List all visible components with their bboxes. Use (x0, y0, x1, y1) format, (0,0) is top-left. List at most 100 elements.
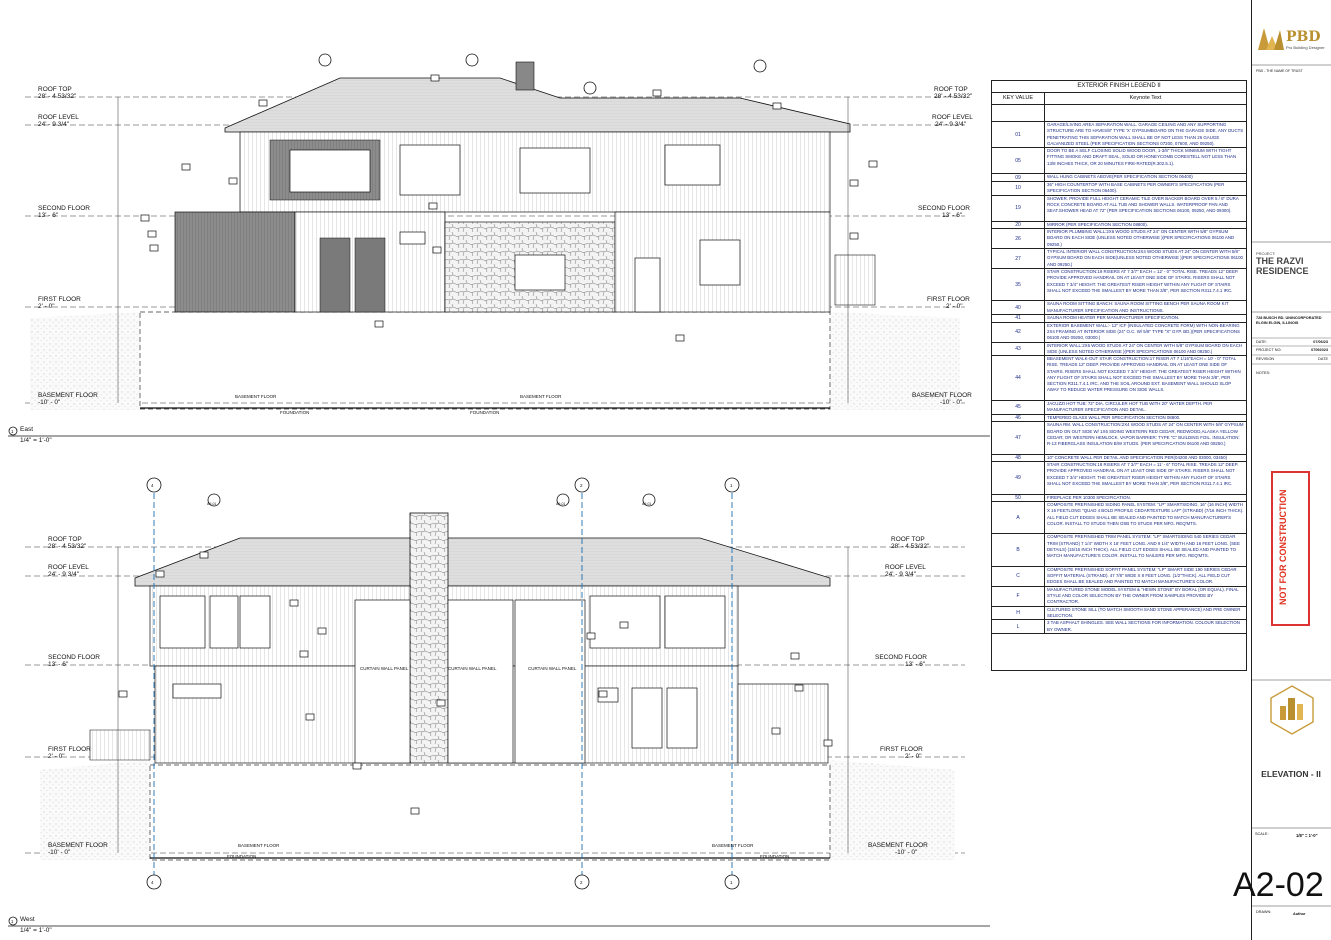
east-level-roof-name-right: ROOF LEVEL (932, 114, 973, 121)
keynote-text: MANUFACTURED STONE MODEL SYSTEM & "HEWN … (1047, 586, 1239, 605)
keynote-text: 3 TAB ASPHALT SHINGLES. SEE WALL SECTION… (1047, 620, 1240, 632)
west-view-name: West (20, 916, 35, 923)
east-view-name: East (20, 426, 34, 433)
keynote-text: JACUZZI HOT TUB: 72" DIA. CIRCULER HOT T… (1047, 401, 1213, 413)
east-level-first-value: 2' - 0" (38, 303, 55, 310)
not-for-construction-stamp: NOT FOR CONSTRUCTION (1278, 489, 1288, 606)
revision-label: REVISION (1256, 357, 1275, 361)
keynote-text: SAUNA ROOM SITTING BANCH: SAUNA ROOM SIT… (1047, 301, 1229, 313)
revision-date-label: DATE (1318, 357, 1328, 361)
west-foundation-label-2: FOUNDATION (760, 854, 790, 859)
west-level-rooftop-value: 28' - 4 53/32" (48, 543, 87, 550)
keynote-text: STAIR CONSTRUCTION:19 RISERS AT 7 3/7" E… (1047, 269, 1239, 293)
west-level-basement-value: -10' - 0" (48, 849, 71, 856)
east-basement-floor-label: BASEMENT FLOOR (235, 394, 277, 399)
east-level-first-name-right: FIRST FLOOR (927, 296, 970, 303)
not-for-construction-stamp-box (1271, 471, 1310, 626)
elevation-drawings (8, 53, 990, 927)
keynote-text: BBASEMENT WALK-OUT STAIR CONSTRUCTION:17… (1047, 356, 1241, 393)
keynote-key: 46 (992, 414, 1045, 422)
keynote-key: B (992, 534, 1045, 566)
east-level-second-value: 13' - 6" (38, 212, 59, 219)
keynote-text: DOOR TO BE A SELF CLOSING SOLID WOOD DOO… (1047, 148, 1237, 166)
keynote-key: 09 (992, 174, 1045, 181)
project-no-value: 07092023 (1311, 348, 1328, 352)
east-level-second-name: SECOND FLOOR (38, 205, 91, 212)
west-basement-floor-label-2: BASEMENT FLOOR (712, 843, 754, 848)
scale-label: SCALE: (1255, 832, 1269, 836)
notes-label: NOTES: (1256, 371, 1271, 375)
east-level-roof-value-right: 24' - 9 3/4" (935, 121, 967, 128)
keynote-text: SAUNA ROOM HEATER PER MANUFACTURER SPECI… (1047, 315, 1180, 321)
east-basement-floor-label-2: BASEMENT FLOOR (520, 394, 562, 399)
curtain-wall-label-1: CURTAIN WALL PANEL (360, 666, 409, 671)
keynote-key: 42 (992, 322, 1045, 342)
grid-mark-1-bottom: 1 (730, 880, 733, 885)
east-level-roof-value: 24' - 9 3/4" (38, 121, 70, 128)
west-level-basement-name-right: BASEMENT FLOOR (868, 842, 928, 849)
keynote-key: F (992, 586, 1045, 606)
keynote-key: 44 (992, 356, 1045, 401)
keynote-key: 41 (992, 315, 1045, 322)
sheet-title: ELEVATION - II (1261, 769, 1321, 779)
west-foundation-label: FOUNDATION (227, 854, 257, 859)
east-level-first-value-right: 2' - 0" (946, 303, 963, 310)
east-level-basement-value: -10' - 0" (38, 399, 61, 406)
keynote-key: 43 (992, 342, 1045, 356)
keynote-text: 36" HIGH COUNTERTOP WITH BASE CABINETS P… (1047, 181, 1225, 194)
west-level-basement-value-right: -10' - 0" (895, 849, 918, 856)
curtain-wall-label-2: CURTAIN WALL PANEL (448, 666, 497, 671)
keynote-key: 27 (992, 249, 1045, 268)
keynote-text: COMPOSITE PREFINISHED SOFFIT PANEL SYSTE… (1047, 566, 1237, 585)
keynote-text: MIRROR (PER SPECIFICATION SECTION 08800)… (1047, 221, 1148, 227)
project-address: 728 BUSCH RD. UNINCORPORATED ELGIN ELGIN… (1256, 316, 1322, 325)
date-value: 07/06/23 (1313, 340, 1328, 344)
east-foundation-label: FOUNDATION (280, 410, 310, 415)
keynote-key: 10 (992, 181, 1045, 195)
west-level-rooftop-name: ROOF TOP (48, 536, 82, 543)
west-level-first-value-right: 2' - 0" (905, 753, 922, 760)
west-level-second-value: 13' - 6" (48, 661, 69, 668)
west-level-roof-value-right: 24' - 9 3/4" (885, 571, 917, 578)
drawn-value: Author (1293, 912, 1306, 916)
keynote-key: 01 (992, 122, 1045, 148)
curtain-wall-label-3: CURTAIN WALL PANEL (528, 666, 577, 671)
title-block-frame (1252, 28, 1331, 907)
grid-mark-4: 4 (151, 483, 154, 488)
keynote-key: 35 (992, 269, 1045, 301)
west-level-second-name-right: SECOND FLOOR (875, 654, 928, 661)
east-level-basement-name: BASEMENT FLOOR (38, 392, 98, 399)
east-level-roof-name: ROOF LEVEL (38, 114, 79, 121)
keynote-text: WALL HUNG CABINETS ABOVE(PER SPECIFICATI… (1047, 174, 1193, 180)
scale-value: 1/8" = 1'-0" (1296, 833, 1318, 838)
keynote-key: 47 (992, 422, 1045, 454)
west-level-roof-name: ROOF LEVEL (48, 564, 89, 571)
date-field: DATE: 07/06/23 (1256, 340, 1328, 344)
keynote-key: 26 (992, 229, 1045, 249)
logo-subtext: Pro Building Designer (1286, 45, 1325, 50)
keynote-key: C (992, 566, 1045, 586)
east-level-rooftop-name: ROOF TOP (38, 86, 72, 93)
west-view-scale: 1/4" = 1'-0" (20, 927, 52, 934)
revision-field: REVISION DATE (1256, 357, 1328, 361)
west-level-second-name: SECOND FLOOR (48, 654, 101, 661)
east-level-basement-name-right: BASEMENT FLOOR (912, 392, 972, 399)
drawing-area: ROOF TOP 28' - 4 53/32" ROOF LEVEL 24' -… (8, 53, 990, 934)
project-no-field: PROJECT NO: 07092023 (1256, 348, 1328, 352)
west-view-number: 1 (11, 919, 14, 924)
emblem-icon (1270, 685, 1314, 735)
west-level-first-name: FIRST FLOOR (48, 746, 91, 753)
east-level-first-name: FIRST FLOOR (38, 296, 81, 303)
drawn-label: DRAWN: (1256, 910, 1272, 914)
west-level-basement-name: BASEMENT FLOOR (48, 842, 108, 849)
